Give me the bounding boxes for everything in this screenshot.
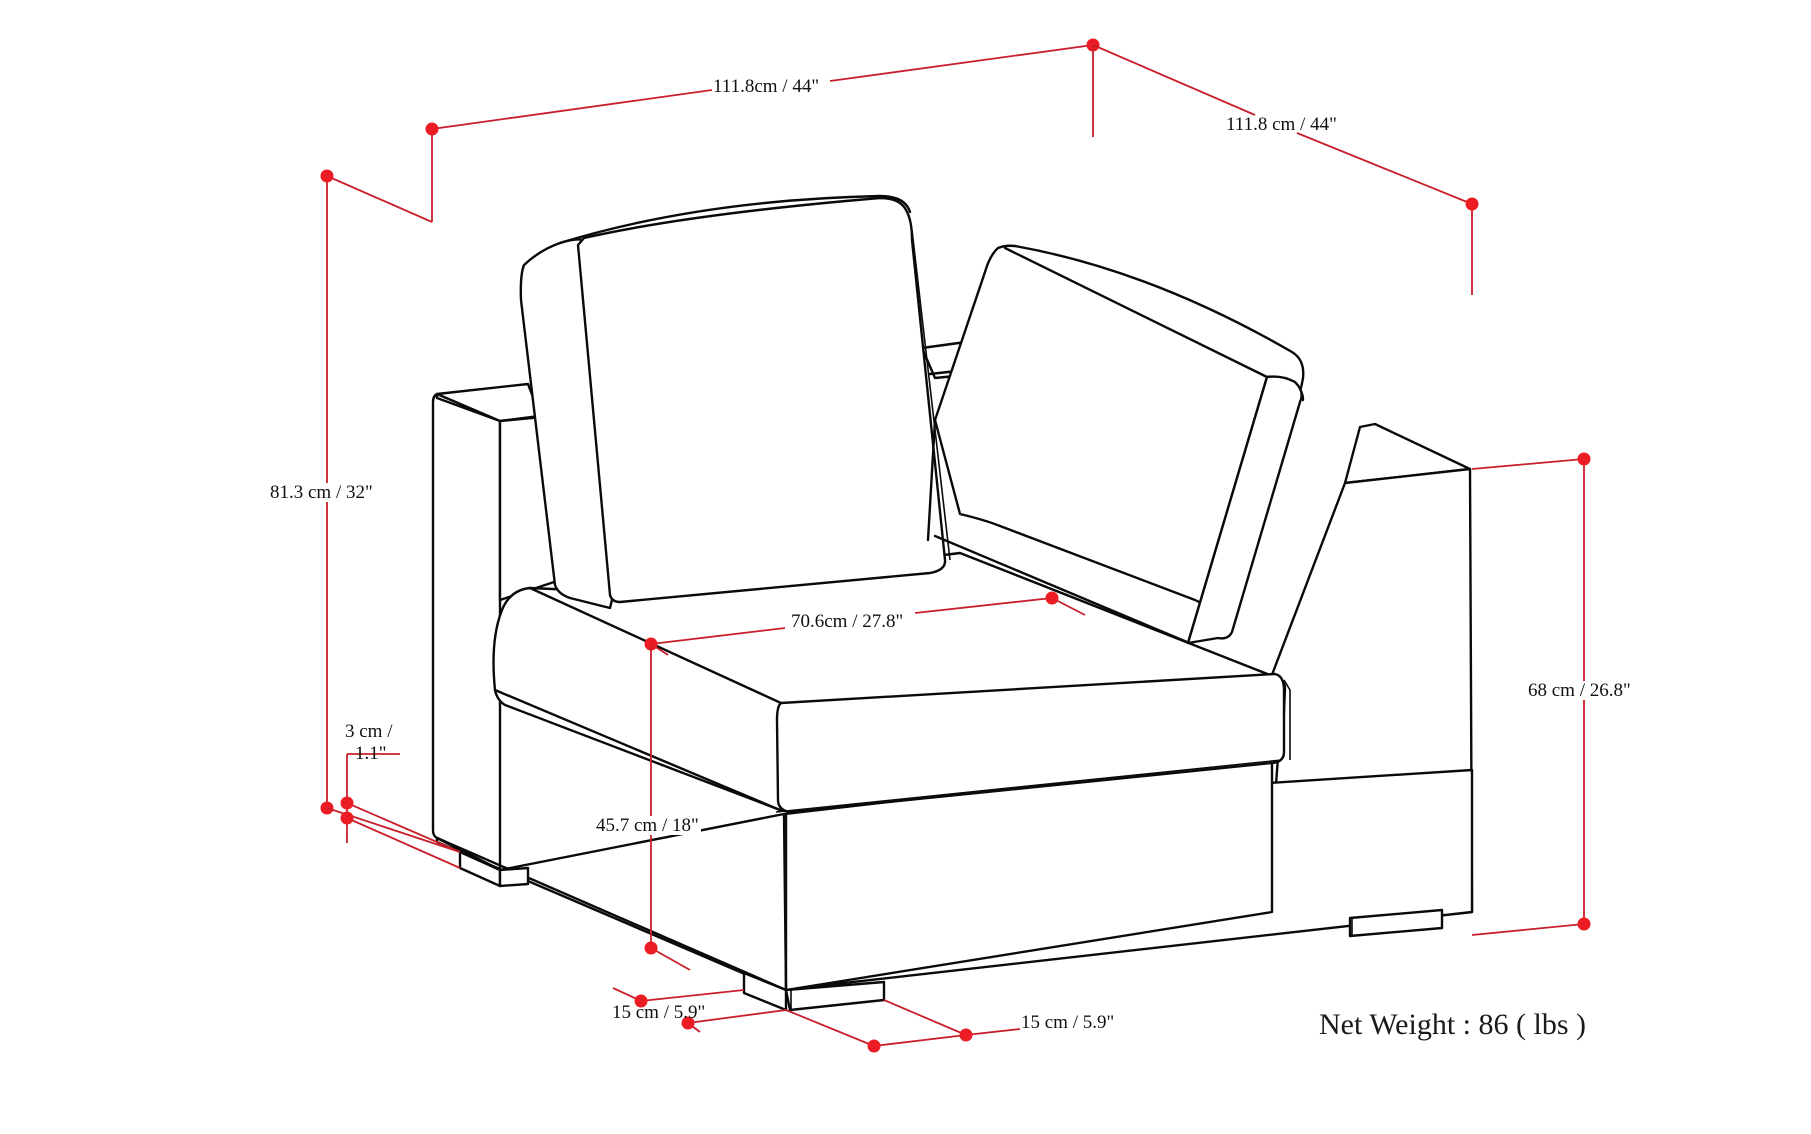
- dimension-dot: [1577, 452, 1591, 466]
- overall-depth-label: 111.8 cm / 44": [1226, 114, 1337, 135]
- dimension-dot: [340, 811, 354, 825]
- overall-height-label: 81.3 cm / 32": [268, 482, 375, 503]
- dimension-dot: [634, 994, 648, 1008]
- overall-width-label: 111.8cm / 44": [713, 76, 820, 97]
- seat-height-dimension: [644, 644, 691, 971]
- armchair-drawing: [431, 194, 1474, 1012]
- leg-depth-label: 15 cm / 5.9": [612, 1002, 706, 1023]
- leg-width-label: 15 cm / 5.9": [1021, 1012, 1115, 1033]
- dimension-dot: [320, 169, 334, 183]
- overall-width-dimension: [326, 38, 1100, 223]
- seat-cushion: [492, 551, 1291, 814]
- dimension-dot: [681, 1016, 695, 1030]
- dimension-dot: [867, 1039, 881, 1053]
- net-weight-label: Net Weight : 86 ( lbs ): [1319, 1008, 1586, 1041]
- left-back-cushion: [519, 194, 951, 610]
- seat-height-label: 45.7 cm / 18": [594, 815, 701, 836]
- seat-width-label: 70.6cm / 27.8": [789, 611, 906, 632]
- dimension-dot: [644, 941, 658, 955]
- dimension-dot: [959, 1028, 973, 1042]
- dimension-dot: [340, 796, 354, 810]
- leg-depth-dimension: [612, 987, 787, 1033]
- leg-height-dimension: [340, 753, 461, 869]
- dimension-dot: [425, 122, 439, 136]
- leg-height-label-line1: 3 cm /: [345, 721, 393, 742]
- chair-base: [435, 756, 1474, 992]
- overall-depth-dimension: [1092, 44, 1479, 295]
- dimension-dot: [1045, 591, 1059, 605]
- leg-height-label-line2: 1.1": [355, 743, 387, 764]
- arm-height-label: 68 cm / 26.8": [1526, 680, 1633, 701]
- right-back-cushion: [926, 244, 1305, 645]
- left-arm: [431, 382, 562, 872]
- dimension-dot: [1465, 197, 1479, 211]
- dimension-lines: [320, 38, 1591, 1053]
- leg-width-dimension: [785, 999, 1021, 1053]
- dimension-dot: [1577, 917, 1591, 931]
